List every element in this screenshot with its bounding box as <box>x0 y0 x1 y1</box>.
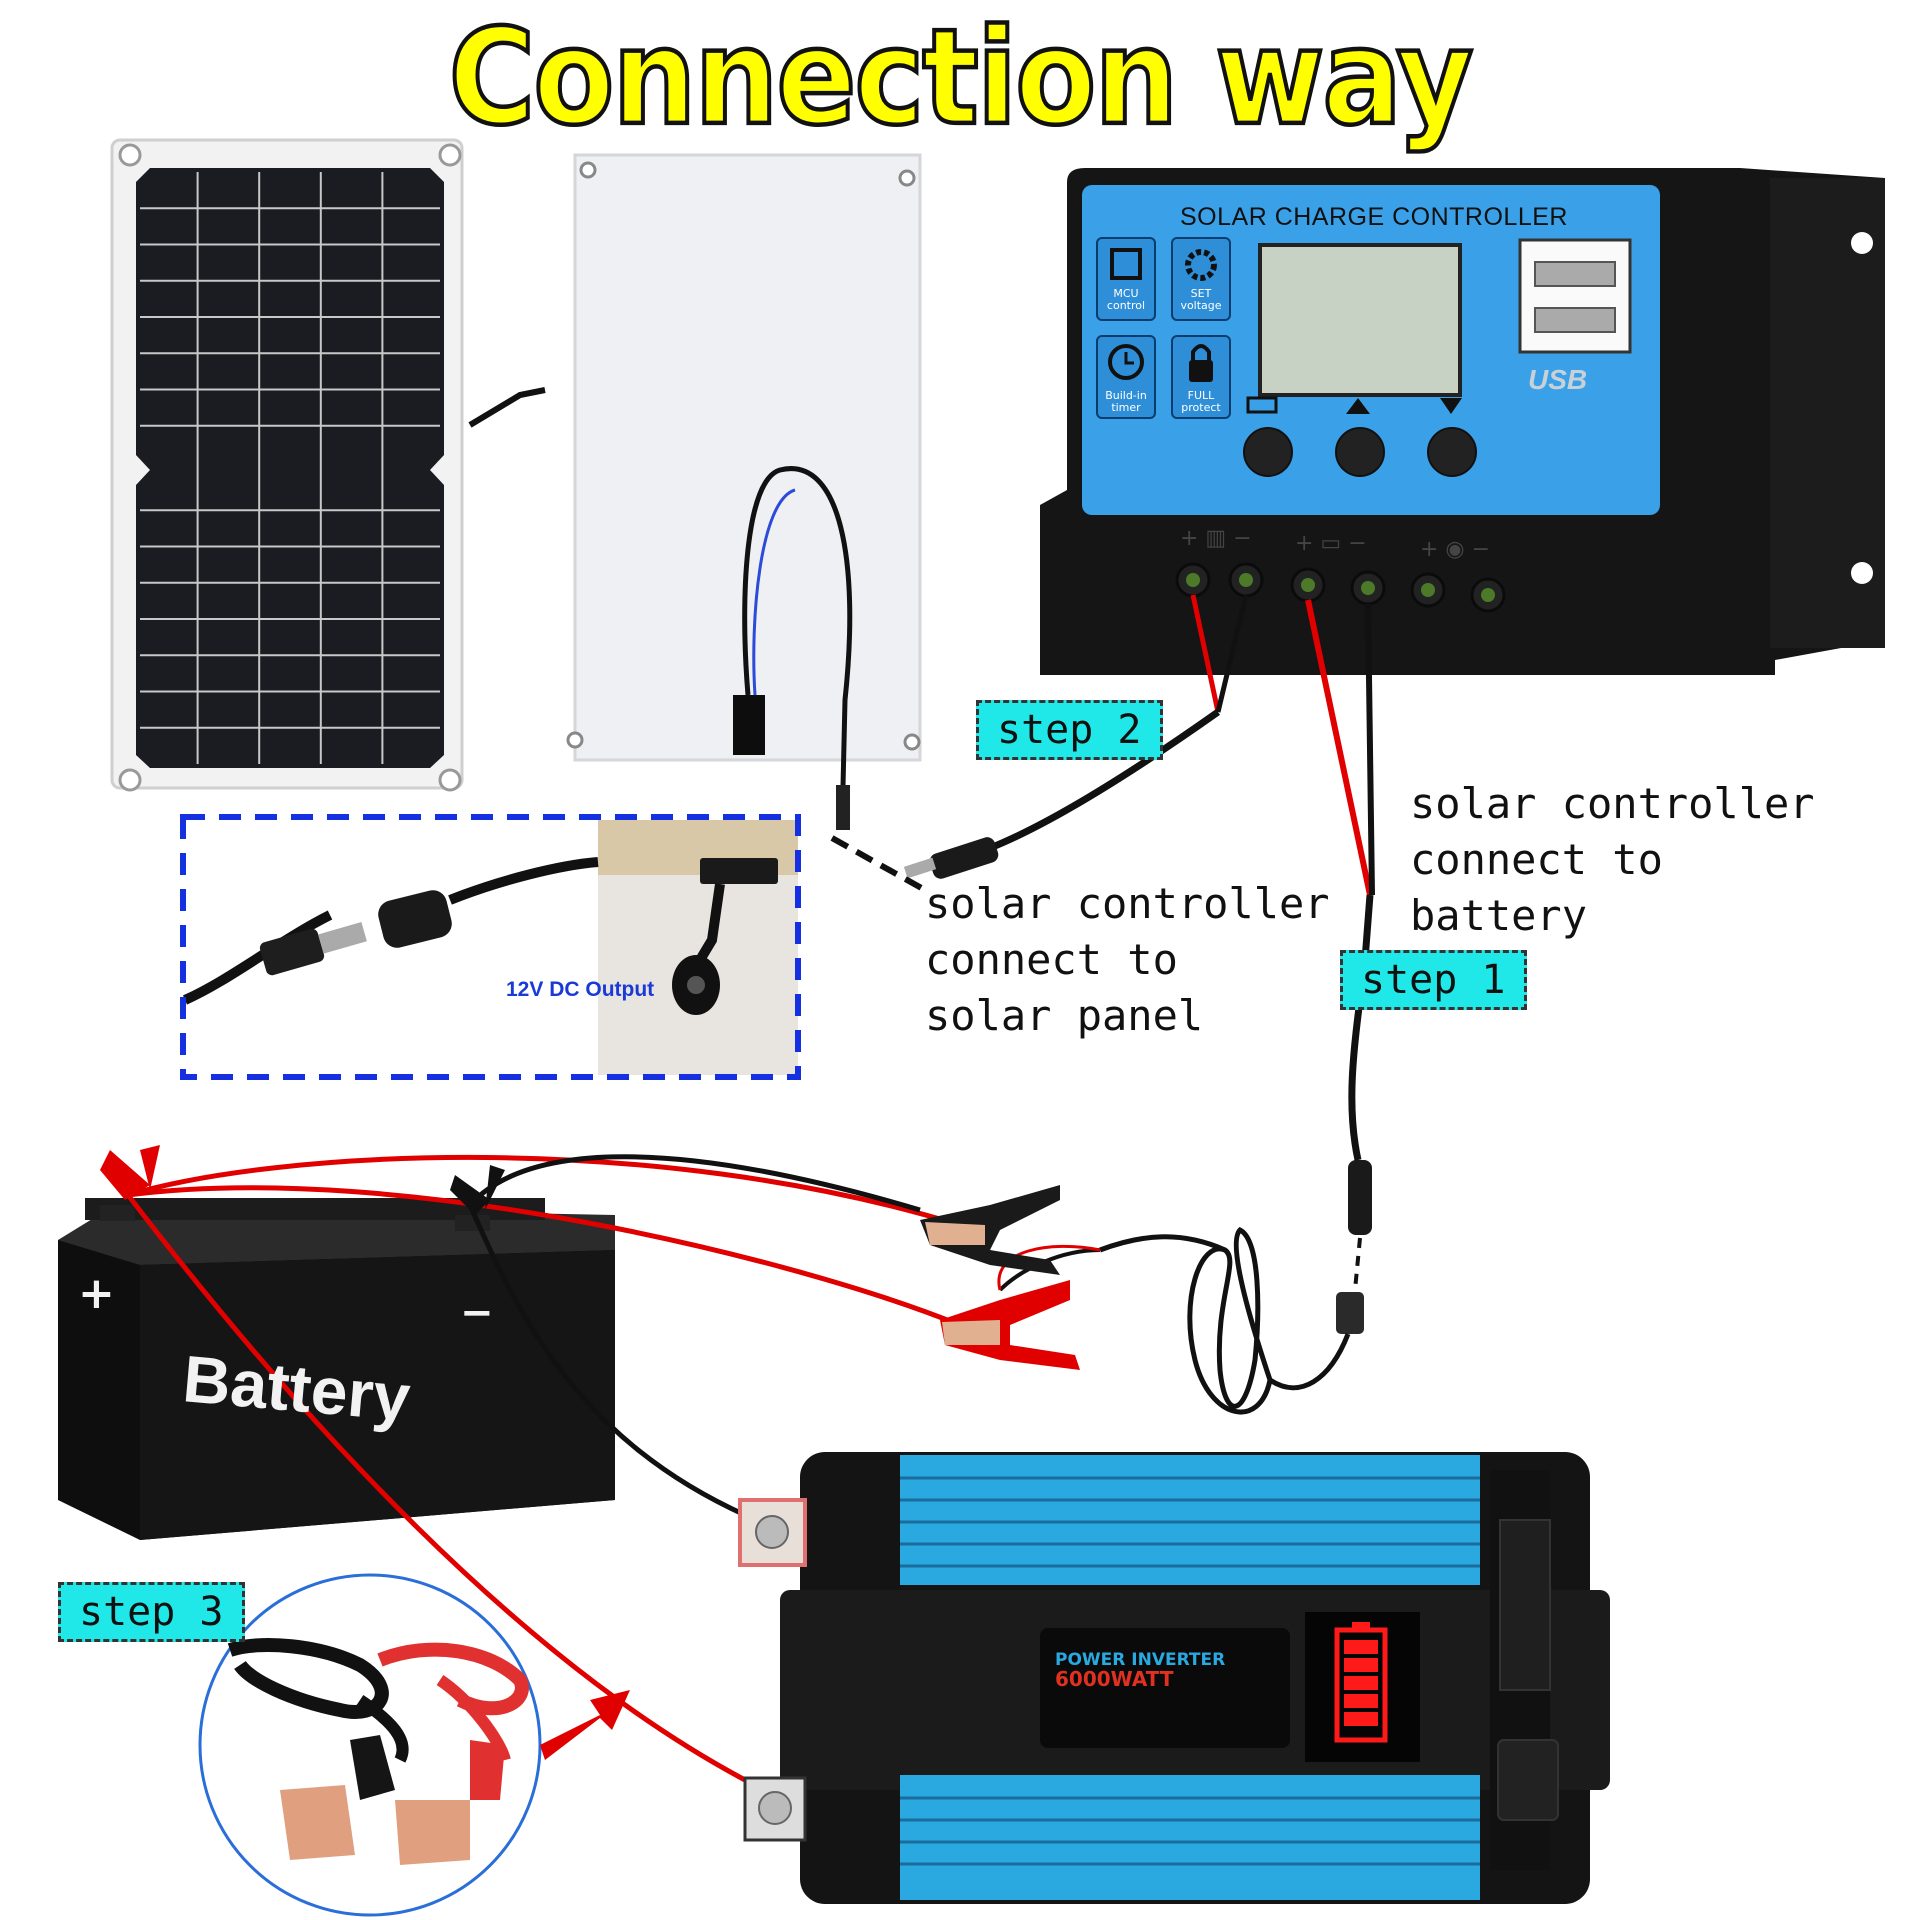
battery-minus-sign: − <box>460 1290 494 1336</box>
step-2-badge: step 2 <box>976 700 1163 760</box>
dc-output-label: 12V DC Output <box>506 978 655 1001</box>
feature-set-line1: SET <box>1190 287 1212 300</box>
pointer-arrow-icon <box>540 1690 630 1760</box>
solar-charge-controller: + ▥ − + ▭ − + ◉ − <box>1040 168 1885 675</box>
controller-button-1 <box>1243 427 1293 477</box>
page-title: Connection way <box>447 0 1476 157</box>
feature-protect-line1: FULL <box>1187 389 1215 402</box>
feature-protect-line2: protect <box>1181 401 1221 414</box>
step-1-badge: step 1 <box>1340 950 1527 1010</box>
svg-text:+ ▭ −: + ▭ − <box>1295 531 1367 556</box>
inverter-wattage: 6000WATT <box>1055 1667 1174 1691</box>
loose-clamp-red <box>940 1280 1080 1370</box>
inverter-brand: POWER INVERTER <box>1055 1650 1225 1670</box>
feature-timer-line1: Build-in <box>1105 389 1147 402</box>
power-inverter: POWER INVERTER 6000WATT <box>738 1452 1610 1904</box>
cable-inset <box>198 1573 542 1917</box>
solar-panel-front <box>110 138 546 792</box>
battery-plus-sign: + <box>78 1268 115 1319</box>
step-3-badge: step 3 <box>58 1582 245 1642</box>
solar-cell-grid <box>140 172 440 764</box>
feature-timer <box>1096 335 1156 419</box>
note-solar-panel: solar controller connect to solar panel <box>925 879 1330 1040</box>
feature-mcu <box>1096 237 1156 321</box>
controller-label: SOLAR CHARGE CONTROLLER <box>1180 203 1568 231</box>
clock-icon <box>1108 344 1144 380</box>
dc-output-inset <box>180 814 801 1080</box>
svg-text:+ ▥ −: + ▥ − <box>1180 526 1252 551</box>
battery <box>58 1198 615 1540</box>
controller-button-3 <box>1427 427 1477 477</box>
loose-clamp-black <box>920 1185 1060 1275</box>
inverter-fins-bottom <box>900 1775 1480 1900</box>
battery-level-icon <box>1334 1622 1388 1743</box>
solar-panel-back <box>566 153 922 831</box>
gear-icon <box>1185 249 1217 281</box>
mcu-chip-icon <box>1110 248 1142 280</box>
feature-set-line2: voltage <box>1180 299 1222 312</box>
lock-icon <box>1189 360 1213 382</box>
usb-label: USB <box>1528 364 1588 395</box>
inverter-fins-top <box>900 1455 1480 1585</box>
feature-mcu-line2: control <box>1106 299 1146 312</box>
controller-button-2 <box>1335 427 1385 477</box>
feature-full-protect <box>1171 335 1231 419</box>
feature-mcu-line1: MCU <box>1113 287 1139 300</box>
feature-timer-line2: timer <box>1111 401 1141 414</box>
note-battery: solar controller connect to battery <box>1410 779 1815 940</box>
feature-set-voltage <box>1171 237 1231 321</box>
svg-text:+ ◉ −: + ◉ − <box>1420 537 1490 562</box>
